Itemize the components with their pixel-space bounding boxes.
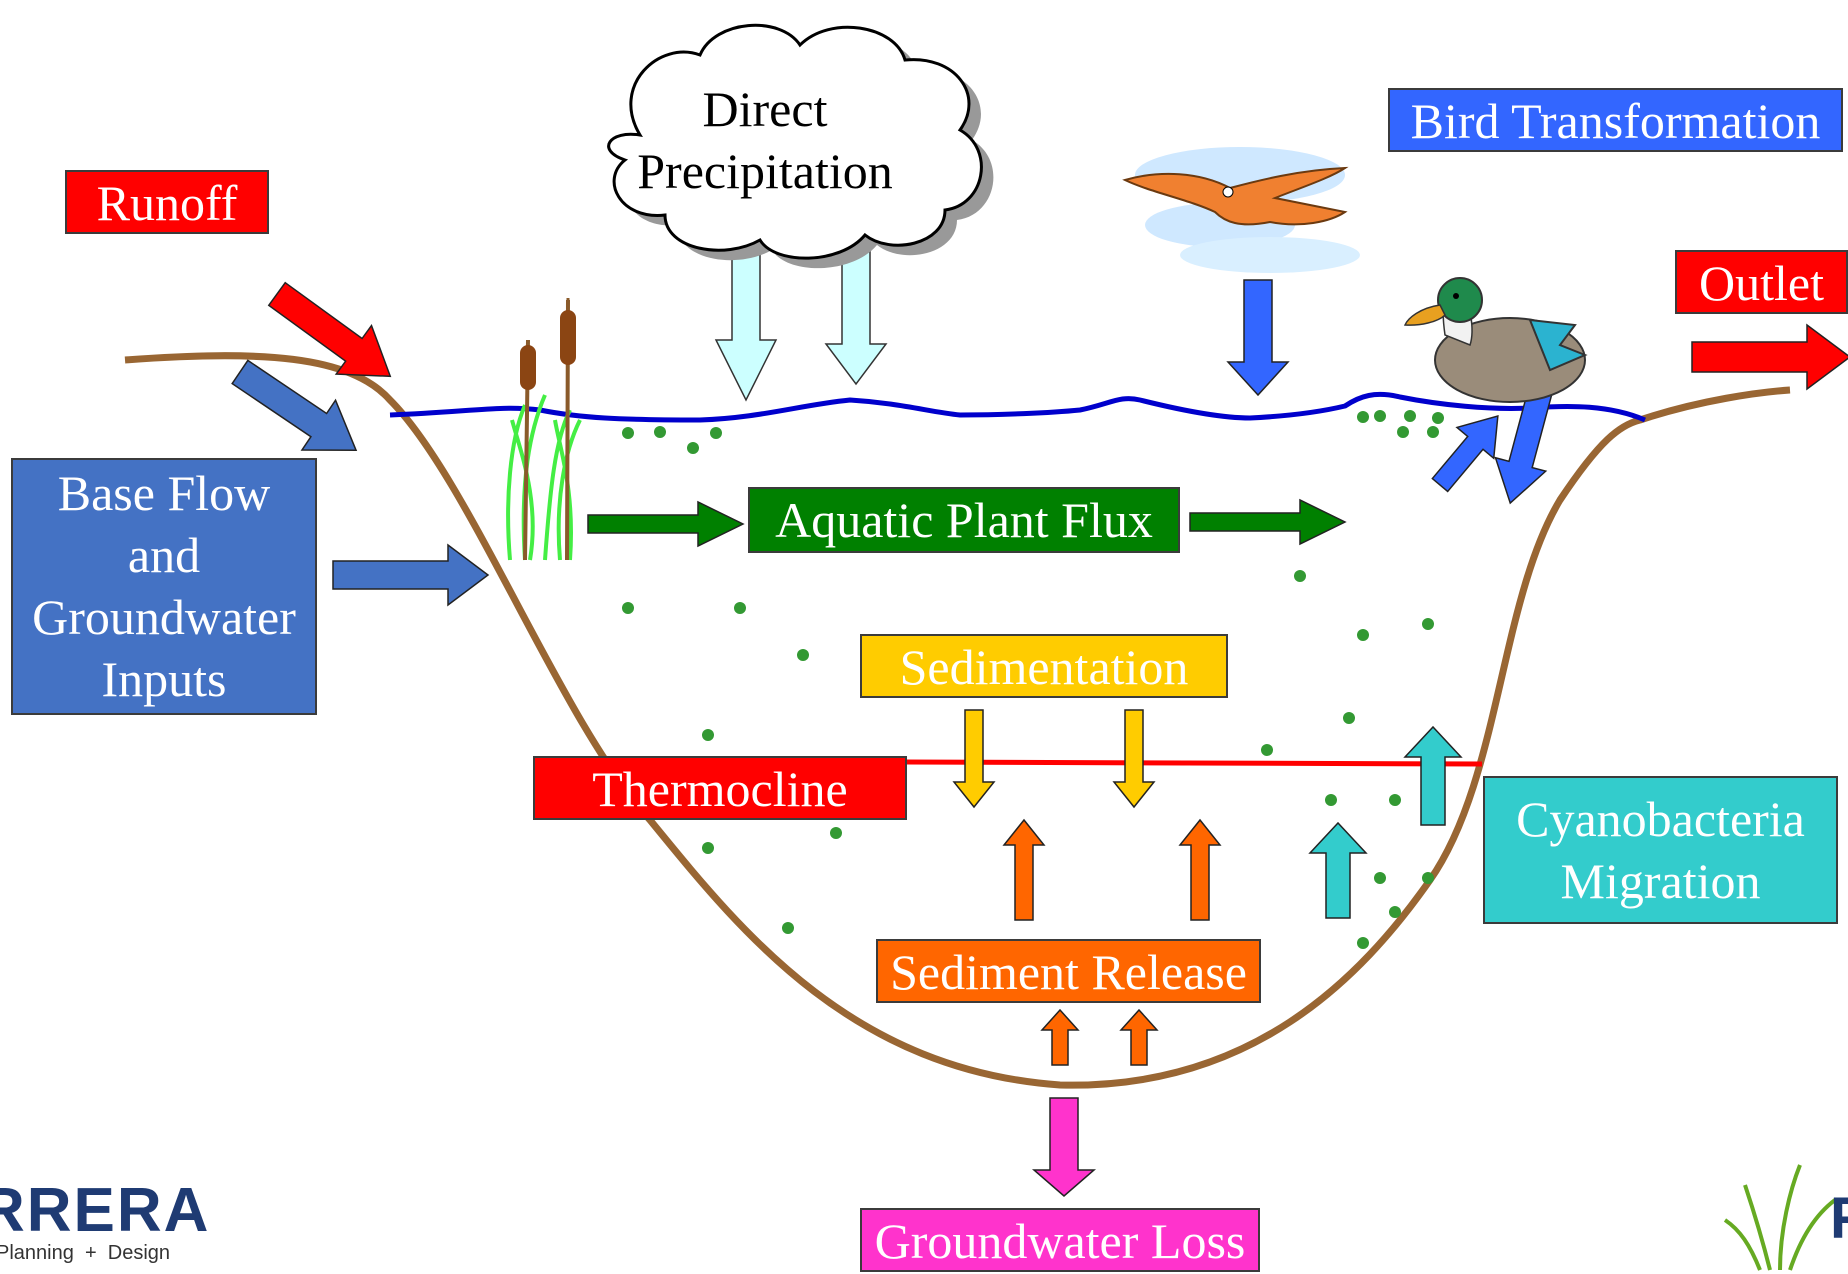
runoff-label: Runoff bbox=[65, 170, 269, 234]
sedimentation-label: Sedimentation bbox=[860, 634, 1228, 698]
aquatic-plant-arrow-left bbox=[587, 500, 745, 548]
base-flow-arrow-horizontal bbox=[332, 543, 490, 607]
bird-transformation-label: Bird Transformation bbox=[1388, 88, 1843, 152]
cloud-icon bbox=[607, 23, 994, 269]
grass-logo-icon bbox=[1723, 1164, 1837, 1271]
direct-precipitation-label: Direct Precipitation bbox=[620, 78, 910, 202]
sedimentation-arrow-2 bbox=[1112, 709, 1156, 809]
left-logo: RRERA Planning + Design bbox=[0, 1180, 210, 1265]
duck-up-arrow bbox=[1431, 415, 1499, 493]
base-flow-line2: and bbox=[127, 527, 201, 583]
cyanobacteria-line1: Cyanobacteria bbox=[1516, 791, 1805, 847]
duck-icon bbox=[1403, 277, 1588, 403]
aquatic-plant-arrow-right bbox=[1189, 498, 1347, 546]
base-flow-line1: Base Flow bbox=[57, 465, 271, 521]
base-flow-arrow-diagonal bbox=[231, 359, 358, 452]
groundwater-loss-label: Groundwater Loss bbox=[860, 1208, 1260, 1272]
left-logo-tagline: Planning + Design bbox=[0, 1242, 171, 1264]
base-flow-line3: Groundwater bbox=[32, 589, 296, 645]
thermocline-label: Thermocline bbox=[533, 756, 907, 820]
groundwater-loss-arrow bbox=[1031, 1097, 1097, 1197]
precipitation-arrow-1 bbox=[714, 239, 778, 402]
bird-transformation-arrow bbox=[1226, 279, 1290, 397]
cattail-icon bbox=[506, 298, 582, 561]
right-logo-fragment: F bbox=[1830, 1186, 1848, 1251]
cyanobacteria-migration-label: Cyanobacteria Migration bbox=[1483, 776, 1838, 924]
left-logo-wordmark: RRERA bbox=[0, 1176, 211, 1245]
base-flow-line4: Inputs bbox=[101, 651, 227, 707]
sediment-release-arrow-3 bbox=[1040, 1008, 1080, 1066]
outlet-label: Outlet bbox=[1675, 250, 1848, 314]
thermocline-line bbox=[904, 759, 1483, 767]
aquatic-plant-flux-label: Aquatic Plant Flux bbox=[748, 487, 1180, 553]
bird-icon bbox=[1122, 147, 1360, 273]
outlet-arrow bbox=[1691, 323, 1848, 391]
direct-precipitation-line2: Precipitation bbox=[637, 143, 893, 199]
algae-particles bbox=[622, 410, 1444, 949]
sediment-release-arrow-4 bbox=[1119, 1008, 1159, 1066]
water-surface-line bbox=[389, 391, 1646, 423]
sediment-release-label: Sediment Release bbox=[876, 939, 1261, 1003]
base-flow-label: Base Flow and Groundwater Inputs bbox=[11, 458, 317, 715]
sedimentation-arrow-1 bbox=[952, 709, 996, 809]
sediment-release-arrow-2 bbox=[1178, 818, 1222, 921]
lake-basin-outline bbox=[124, 352, 1791, 1089]
cyanobacteria-arrow-1 bbox=[1308, 821, 1368, 919]
cyanobacteria-arrow-2 bbox=[1403, 725, 1463, 826]
cyanobacteria-line2: Migration bbox=[1560, 853, 1761, 909]
sediment-release-arrow-1 bbox=[1002, 818, 1046, 921]
runoff-arrow bbox=[267, 281, 392, 378]
direct-precipitation-line1: Direct bbox=[702, 81, 828, 137]
duck-down-arrow bbox=[1494, 387, 1553, 505]
